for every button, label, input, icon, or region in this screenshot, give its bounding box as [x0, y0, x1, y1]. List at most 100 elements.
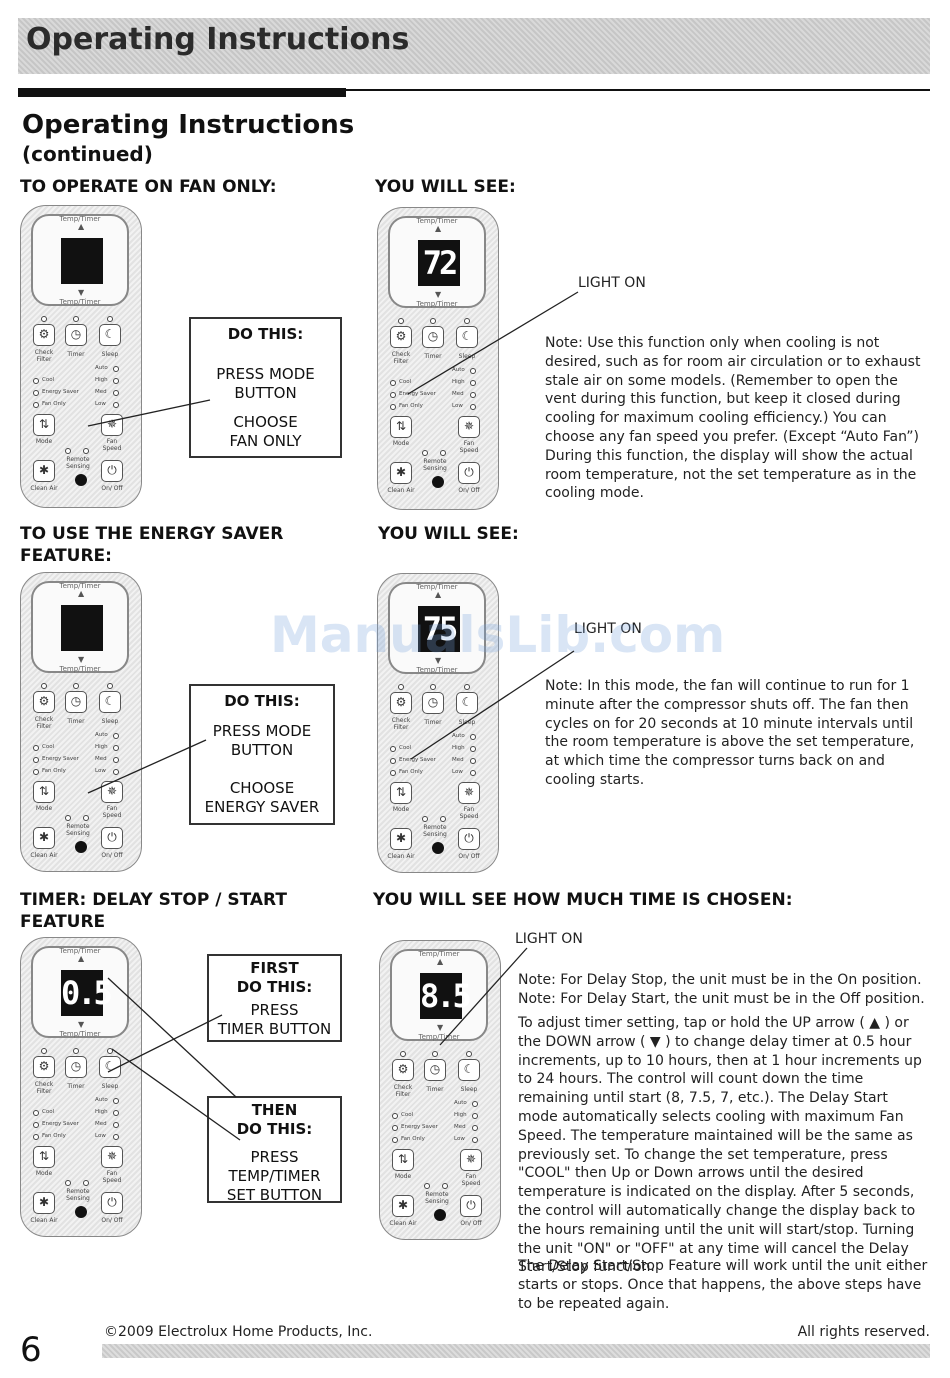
up-arrow-icon[interactable]: ▲ [435, 224, 442, 233]
mode-led [390, 392, 396, 398]
timer-button[interactable]: ◷ [422, 326, 444, 348]
remote-sensing-led [440, 816, 446, 822]
fan-speed-button[interactable]: ✵ [460, 1149, 482, 1171]
check-filter-button[interactable]: ⚙ [390, 326, 412, 348]
down-arrow-icon[interactable]: ▼ [78, 288, 85, 297]
fan-speed-led [113, 402, 119, 408]
check-filter-button[interactable]: ⚙ [33, 324, 55, 346]
sleep-button[interactable]: ☾ [456, 692, 478, 714]
mode-label: Mode [35, 805, 53, 812]
timer-button[interactable]: ◷ [65, 1056, 87, 1078]
power-button[interactable]: ⏻ [458, 828, 480, 850]
on-off-label: On/ Off [458, 853, 480, 860]
fan-speed-label: High [452, 379, 465, 385]
check-filter-button[interactable]: ⚙ [390, 692, 412, 714]
fan-speed-button[interactable]: ✵ [458, 782, 480, 804]
check-filter-button[interactable]: ⚙ [33, 1056, 55, 1078]
indicator-led [466, 1051, 472, 1057]
indicator-led [73, 1048, 79, 1054]
timer-button[interactable]: ◷ [65, 324, 87, 346]
on-off-label: On/ Off [101, 852, 123, 859]
mode-label: Energy Saver [42, 1121, 79, 1127]
mode-button[interactable]: ⇅ [33, 781, 55, 803]
timer-label: Timer [67, 1083, 85, 1090]
timer-first-box-title: FIRST [250, 959, 299, 977]
mode-button[interactable]: ⇅ [390, 782, 412, 804]
clean-air-button[interactable]: ✱ [33, 1192, 55, 1214]
sleep-label: Sleep [101, 718, 119, 725]
indicator-led [73, 316, 79, 322]
clean-air-button[interactable]: ✱ [33, 827, 55, 849]
mode-button[interactable]: ⇅ [33, 414, 55, 436]
timer-button[interactable]: ◷ [65, 691, 87, 713]
on-off-label: On/ Off [101, 485, 123, 492]
fan-speed-led [113, 733, 119, 739]
down-arrow-icon[interactable]: ▼ [435, 290, 442, 299]
up-arrow-icon[interactable]: ▲ [78, 222, 85, 231]
check-filter-label: Check Filter [391, 717, 411, 731]
header-band-title: Operating Instructions [26, 22, 410, 57]
up-arrow-icon[interactable]: ▲ [78, 954, 85, 963]
timer-light-on-label: LIGHT ON [515, 931, 583, 947]
sleep-button[interactable]: ☾ [456, 326, 478, 348]
fan-speed-label: High [454, 1112, 467, 1118]
check-filter-button[interactable]: ⚙ [392, 1059, 414, 1081]
fan-speed-led [113, 757, 119, 763]
fan-speed-button[interactable]: ✵ [458, 416, 480, 438]
check-filter-button[interactable]: ⚙ [33, 691, 55, 713]
indicator-led [464, 684, 470, 690]
clean-air-label: Clean Air [387, 853, 415, 860]
clean-air-button[interactable]: ✱ [392, 1195, 414, 1217]
remote-display: Temp/Timer▲72▼Temp/Timer [388, 216, 486, 308]
mode-label: Fan Only [42, 401, 66, 407]
up-arrow-icon[interactable]: ▲ [78, 589, 85, 598]
fan-speed-led [472, 1125, 478, 1131]
fan-speed-led [470, 404, 476, 410]
timer-button[interactable]: ◷ [422, 692, 444, 714]
remote-sensing-label: Remote Sensing [423, 824, 447, 838]
fan-speed-button[interactable]: ✵ [101, 414, 123, 436]
sleep-button[interactable]: ☾ [99, 1056, 121, 1078]
fan-speed-button[interactable]: ✵ [101, 1146, 123, 1168]
power-button[interactable]: ⏻ [101, 827, 123, 849]
display-bottom-label: Temp/Timer [59, 298, 101, 306]
fan-speed-label: Fan Speed [459, 440, 479, 454]
mode-button[interactable]: ⇅ [390, 416, 412, 438]
up-arrow-icon[interactable]: ▲ [437, 957, 444, 966]
sleep-label: Sleep [101, 351, 119, 358]
remote-panel-timer-result: Temp/Timer▲8.5▼Temp/Timer⚙◷☾Check Filter… [379, 940, 501, 1240]
indicator-led [41, 683, 47, 689]
sleep-button[interactable]: ☾ [458, 1059, 480, 1081]
section1-heading: TO OPERATE ON FAN ONLY: [20, 177, 277, 197]
timer-button[interactable]: ◷ [424, 1059, 446, 1081]
power-button[interactable]: ⏻ [101, 460, 123, 482]
power-button[interactable]: ⏻ [101, 1192, 123, 1214]
clean-air-button[interactable]: ✱ [390, 828, 412, 850]
page-number: 6 [20, 1330, 42, 1370]
timer-first-box-line: PRESS [250, 1001, 299, 1019]
up-arrow-icon[interactable]: ▲ [435, 590, 442, 599]
down-arrow-icon[interactable]: ▼ [78, 1020, 85, 1029]
down-arrow-icon[interactable]: ▼ [78, 655, 85, 664]
fan-speed-button[interactable]: ✵ [101, 781, 123, 803]
thick-rule [18, 88, 346, 97]
mode-button[interactable]: ⇅ [392, 1149, 414, 1171]
clean-air-button[interactable]: ✱ [390, 462, 412, 484]
fan-speed-label: Med [95, 1121, 107, 1127]
energy-saver-instruction-box: DO THIS: PRESS MODE BUTTON CHOOSE ENERGY… [189, 684, 335, 825]
power-button[interactable]: ⏻ [458, 462, 480, 484]
delay-start-note: Note: For Delay Start, the unit must be … [518, 991, 925, 1007]
mode-label: Energy Saver [42, 389, 79, 395]
clean-air-button[interactable]: ✱ [33, 460, 55, 482]
watermark: ManualsLib.com [270, 606, 726, 664]
power-button[interactable]: ⏻ [460, 1195, 482, 1217]
sleep-button[interactable]: ☾ [99, 691, 121, 713]
mode-button[interactable]: ⇅ [33, 1146, 55, 1168]
sleep-button[interactable]: ☾ [99, 324, 121, 346]
down-arrow-icon[interactable]: ▼ [437, 1023, 444, 1032]
on-off-label: On/ Off [458, 487, 480, 494]
remote-sensing-led [422, 816, 428, 822]
display-top-label: Temp/Timer [59, 947, 101, 955]
